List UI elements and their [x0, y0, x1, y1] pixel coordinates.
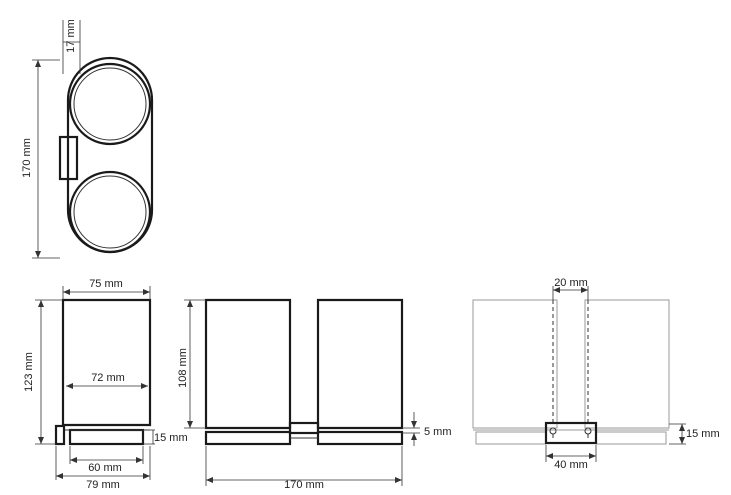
top-cup-ring-lower [68, 170, 152, 254]
top-cup-ring-upper-inner [73, 67, 147, 141]
dim-40-label: 40 mm [554, 459, 588, 471]
dim-20-label: 20 mm [554, 277, 588, 289]
dim-108-label: 108 mm [177, 348, 189, 388]
dim-15-right-label: 15 mm [686, 428, 720, 440]
back-base-right [595, 431, 667, 445]
front-connecting-bar [288, 421, 320, 435]
top-view: 17 mm 170 mm [21, 19, 154, 259]
dim-72-label: 72 mm [91, 372, 125, 384]
front-base-left [204, 430, 292, 446]
mounting-bracket [544, 421, 598, 445]
front-view: 108 mm 5 mm 170 mm [177, 298, 452, 491]
bracket-screw-left [549, 427, 557, 435]
bracket-screw-right [584, 427, 592, 435]
side-base [68, 428, 145, 446]
side-wall-plate [54, 424, 66, 446]
dim-170-vertical-label: 170 mm [21, 138, 33, 178]
top-cup-ring-lower-inner [73, 175, 147, 249]
back-base-left [475, 431, 547, 445]
dim-170-horizontal-label: 170 mm [284, 479, 324, 491]
back-cup-right [584, 299, 670, 429]
dim-79-label: 79 mm [86, 479, 120, 491]
dim-17-label: 17 mm [65, 19, 77, 53]
top-view-outline [66, 56, 154, 254]
top-cup-ring-upper [68, 62, 152, 146]
dim-75-label: 75 mm [89, 278, 123, 290]
wall-mount-plate [58, 135, 79, 181]
dim-15-left-label: 15 mm [154, 432, 188, 444]
dim-5-label: 5 mm [424, 426, 452, 438]
dim-60-label: 60 mm [88, 462, 122, 474]
back-view: 20 mm 40 mm 15 mm [472, 277, 720, 471]
dim-123-label: 123 mm [23, 352, 35, 392]
front-base-right [316, 430, 404, 446]
back-cup-left [472, 299, 558, 429]
side-cup-body [61, 298, 152, 427]
front-cup-right [316, 298, 404, 430]
front-cup-left [204, 298, 292, 430]
side-view: 75 mm 72 mm 123 mm 15 mm 60 mm 79 mm [23, 278, 188, 491]
